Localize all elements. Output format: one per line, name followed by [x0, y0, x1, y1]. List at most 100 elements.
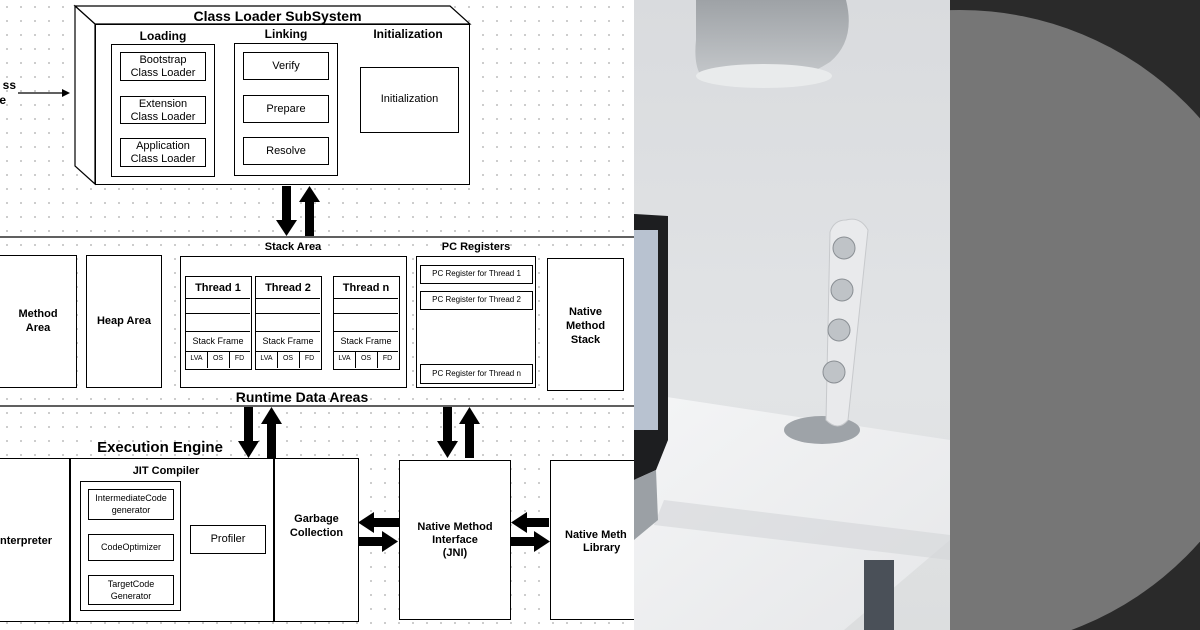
pc-register-thread-1: PC Register for Thread 1 — [420, 265, 533, 284]
application-line1: Application — [136, 140, 190, 152]
thread-1-fd: FD — [234, 355, 245, 362]
jni-line1: Native Method — [417, 521, 493, 533]
thread-n-os: OS — [360, 355, 372, 362]
initialization-label: Initialization — [380, 93, 439, 105]
runtime-data-areas-title: Runtime Data Areas — [235, 389, 369, 405]
class-loader-title: Class Loader SubSystem — [193, 8, 362, 24]
speaker-driver-4 — [822, 360, 846, 384]
gc-line2: Collection — [289, 527, 344, 539]
native-method-interface: Native Method Interface (JNI) — [399, 460, 511, 620]
stack-area-title: Stack Area — [264, 241, 322, 253]
method-area-line2: Area — [25, 322, 51, 334]
speaker-base — [784, 416, 860, 444]
target-line1: TargetCode — [107, 579, 155, 589]
code-optimizer-label: CodeOptimizer — [100, 542, 162, 552]
thread-2-os: OS — [282, 355, 294, 362]
pc-register-thread-1-label: PC Register for Thread 1 — [432, 269, 521, 278]
pc-register-thread-n: PC Register for Thread n — [420, 364, 533, 384]
thread-n: Thread n Stack Frame LVA OS FD — [333, 276, 400, 370]
pc-register-thread-n-label: PC Register for Thread n — [432, 369, 521, 378]
jni-line2: Interface — [432, 534, 478, 546]
laptop-base — [634, 470, 658, 540]
initialization-box: Initialization — [360, 67, 459, 133]
profiler-label: Profiler — [210, 533, 246, 545]
input-arrow-head — [62, 89, 70, 97]
thread-n-label: Thread n — [342, 282, 390, 294]
thread-1-stack-frame: Stack Frame — [192, 336, 244, 346]
pc-registers-title: PC Registers — [441, 241, 511, 253]
target-line2: Generator — [110, 591, 152, 601]
code-optimizer: CodeOptimizer — [88, 534, 174, 561]
speaker-driver-1 — [832, 236, 856, 260]
thread-n-stack-frame: Stack Frame — [340, 336, 392, 346]
resolve-box: Resolve — [243, 137, 329, 165]
bootstrap-line2: Class Loader — [130, 67, 196, 79]
speaker-driver-3 — [827, 318, 851, 342]
native-stack-line1: Native — [568, 306, 603, 318]
target-code-generator: TargetCode Generator — [88, 575, 174, 605]
lamp-shade — [695, 0, 849, 86]
input-label-line1: ss — [2, 78, 16, 92]
prepare-label: Prepare — [266, 103, 306, 115]
profiler: Profiler — [190, 525, 266, 554]
method-area-line1: Method — [18, 308, 58, 320]
interpreter-label: nterpreter — [0, 535, 52, 547]
extension-class-loader: Extension Class Loader — [120, 96, 206, 124]
thread-n-fd: FD — [382, 355, 393, 362]
jni-line3: (JNI) — [442, 547, 468, 559]
thread-n-lva: LVA — [338, 355, 351, 362]
connector-layer — [0, 4, 634, 575]
thread-2-stack-frame: Stack Frame — [262, 336, 314, 346]
linking-title: Linking — [264, 27, 308, 41]
native-method-stack: Native Method Stack — [547, 258, 624, 391]
thread-1: Thread 1 Stack Frame LVA OS FD — [185, 276, 252, 370]
photo-illustration — [634, 0, 950, 630]
bootstrap-line1: Bootstrap — [139, 54, 187, 66]
verify-box: Verify — [243, 52, 329, 80]
grey-circle — [950, 10, 1200, 630]
intermediate-code-generator: IntermediateCode generator — [88, 489, 174, 520]
intermediate-line1: IntermediateCode — [95, 493, 167, 503]
input-label-line2: e — [0, 93, 6, 107]
extension-line2: Class Loader — [130, 111, 196, 123]
prepare-box: Prepare — [243, 95, 329, 123]
speaker-driver-2 — [830, 278, 854, 302]
jit-compiler-title: JIT Compiler — [132, 465, 200, 477]
gc-line1: Garbage — [294, 513, 339, 525]
thread-1-os: OS — [212, 355, 224, 362]
heap-area-label: Heap Area — [96, 315, 151, 327]
thread-1-lva: LVA — [190, 355, 203, 362]
class-loader-box-side — [74, 4, 96, 186]
interpreter: nterpreter — [0, 458, 70, 622]
pc-register-thread-2: PC Register for Thread 2 — [420, 291, 533, 310]
application-line2: Class Loader — [130, 153, 196, 165]
native-stack-line2: Method — [565, 320, 606, 332]
verify-label: Verify — [272, 60, 300, 72]
thread-2: Thread 2 Stack Frame LVA OS FD — [255, 276, 322, 370]
resolve-label: Resolve — [266, 145, 306, 157]
jvm-architecture-diagram: Class Loader SubSystem ss e Loading Boot… — [0, 0, 634, 630]
native-lib-line1: Native Meth — [565, 529, 627, 541]
bootstrap-class-loader: Bootstrap Class Loader — [120, 52, 206, 81]
native-method-library: Native Meth Library — [550, 460, 634, 620]
desk-lamp-photo — [634, 0, 950, 630]
intermediate-line2: generator — [111, 505, 151, 515]
native-lib-line2: Library — [583, 542, 621, 554]
method-area: Method Area — [0, 255, 77, 388]
native-stack-line3: Stack — [570, 334, 601, 346]
execution-engine-title: Execution Engine — [97, 439, 223, 456]
laptop-display — [634, 230, 658, 430]
initialization-title: Initialization — [373, 27, 443, 41]
thread-2-fd: FD — [304, 355, 315, 362]
lamp-rim — [696, 64, 832, 88]
garbage-collection: Garbage Collection — [274, 458, 359, 622]
pc-register-thread-2-label: PC Register for Thread 2 — [432, 295, 521, 304]
desk-leg — [864, 560, 894, 630]
thread-2-lva: LVA — [260, 355, 273, 362]
desk-edge — [654, 500, 950, 560]
extension-line1: Extension — [138, 98, 188, 110]
dark-decorative-panel — [950, 0, 1200, 630]
thread-2-label: Thread 2 — [265, 282, 311, 294]
application-class-loader: Application Class Loader — [120, 138, 206, 167]
grey-circle-graphic — [950, 10, 1200, 630]
